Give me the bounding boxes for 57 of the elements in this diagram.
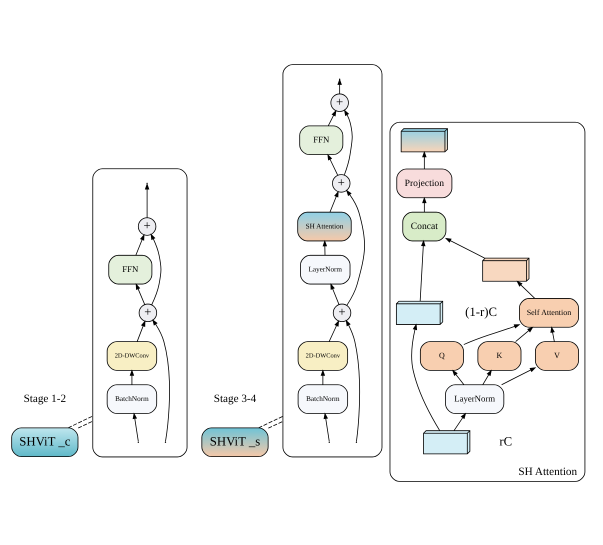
node-label: Stage 1-2	[24, 392, 66, 405]
node-box: Projection	[396, 168, 452, 198]
node-label: rC	[499, 434, 512, 448]
arrow	[411, 322, 440, 430]
cluster	[92, 168, 188, 457]
node-circle: +	[138, 303, 158, 322]
arrow	[136, 282, 146, 304]
arrow	[150, 232, 162, 305]
connector	[268, 420, 284, 428]
arrow	[136, 320, 146, 342]
arrow	[135, 233, 144, 256]
node-box: Self Attention	[519, 298, 579, 328]
node-box: V	[535, 340, 579, 370]
node-box: SHViT _s	[201, 426, 269, 457]
arrow	[422, 196, 427, 212]
arrow	[452, 369, 464, 385]
connector	[258, 415, 284, 428]
node-box: LayerNorm	[445, 384, 504, 414]
connector	[68, 415, 94, 428]
arrow	[344, 108, 353, 175]
node-box: Concat	[402, 211, 446, 241]
node-box: K	[477, 340, 522, 370]
node-box: Q	[420, 340, 464, 370]
arrow	[324, 412, 330, 442]
cluster	[282, 64, 382, 457]
arrow	[322, 239, 328, 256]
arrow	[422, 150, 427, 169]
node-box: SHViT _c	[11, 426, 78, 457]
arrow	[482, 369, 492, 385]
arrow	[327, 153, 338, 175]
node-label: (1-r)C	[465, 304, 498, 318]
arrow	[328, 320, 340, 342]
node-circle: +	[138, 216, 156, 236]
arrow	[130, 368, 134, 385]
node-box: FFN	[299, 124, 344, 155]
arrow	[501, 366, 536, 385]
arrow	[152, 318, 170, 442]
arrow	[515, 326, 534, 342]
connector	[78, 420, 94, 428]
node-label: Stage 3-4	[214, 392, 256, 405]
node-circle: +	[332, 174, 350, 192]
arrow	[346, 319, 360, 442]
arrow	[454, 412, 466, 430]
arrow	[328, 109, 336, 126]
arrow	[420, 239, 426, 301]
arrow	[346, 189, 365, 306]
arrow	[320, 368, 326, 385]
arrow	[516, 280, 536, 298]
arrow	[550, 326, 555, 342]
node-circle: +	[332, 303, 352, 322]
arrow	[330, 282, 340, 304]
arrow	[330, 190, 339, 212]
node-circle: +	[330, 93, 349, 112]
arrow	[132, 412, 139, 442]
arrow	[444, 237, 486, 258]
arrow	[463, 324, 520, 344]
node-box: FFN	[108, 254, 152, 284]
